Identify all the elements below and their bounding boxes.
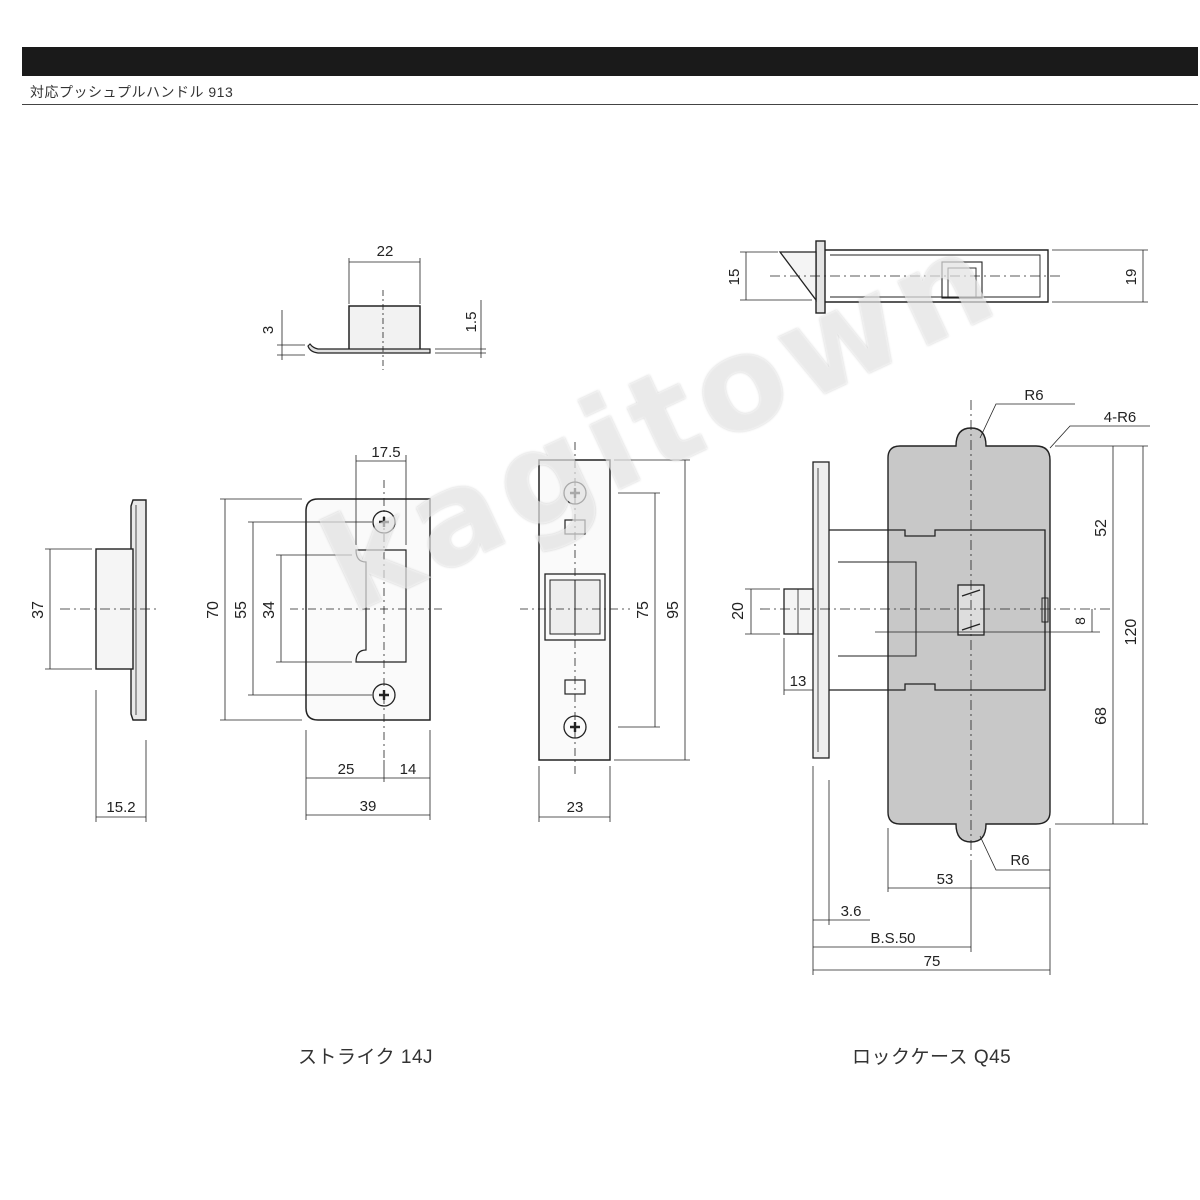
dim-lock-75: 75	[924, 953, 941, 970]
dim-lock-20: 20	[730, 602, 747, 620]
dim-lock-top-h: 15	[726, 269, 743, 286]
dim-strike-front-h2: 55	[233, 601, 250, 619]
strike-top-view	[277, 258, 486, 370]
dim-lock-120: 120	[1123, 619, 1140, 646]
dim-face-h2: 75	[635, 601, 652, 619]
dim-lock-36: 3.6	[841, 903, 862, 920]
dim-strike-front-h: 70	[205, 601, 222, 619]
header-bar	[22, 47, 1198, 76]
header-rule	[22, 104, 1198, 105]
dim-lock-53: 53	[937, 871, 954, 888]
dim-lock-top-h2: 19	[1123, 269, 1140, 286]
dim-strike-front-w-top: 17.5	[371, 444, 400, 461]
caption-strike: ストライク 14J	[298, 1047, 434, 1068]
dim-strike-front-w-a: 25	[338, 761, 355, 778]
strike-side-view	[45, 499, 160, 822]
dim-strike-side-d: 15.2	[106, 799, 135, 816]
dim-lock-r-corner: 4-R6	[1104, 409, 1137, 426]
dim-lock-8: 8	[1072, 617, 1088, 625]
dim-lock-13: 13	[790, 673, 807, 690]
dim-face-h: 95	[665, 601, 682, 619]
dim-strike-top-w: 22	[377, 243, 394, 260]
dim-lock-r-bot: R6	[1010, 852, 1029, 869]
dim-strike-front-w-b: 14	[400, 761, 417, 778]
lockcase-top-view	[740, 240, 1148, 314]
faceplate-front-view	[520, 442, 690, 822]
dim-lock-68: 68	[1093, 707, 1110, 725]
dim-lock-52: 52	[1093, 519, 1110, 537]
dim-strike-side-h: 37	[30, 601, 47, 619]
caption-lockcase: ロックケース Q45	[852, 1047, 1012, 1068]
dim-strike-top-h: 3	[260, 326, 277, 334]
dim-strike-top-t: 1.5	[463, 312, 480, 333]
dim-lock-bs: B.S.50	[870, 930, 915, 947]
dim-strike-front-w: 39	[360, 798, 377, 815]
page-subtitle: 対応プッシュプルハンドル 913	[30, 84, 234, 100]
dim-strike-front-h3: 34	[261, 601, 278, 619]
lockcase-front-view	[745, 400, 1150, 975]
dim-lock-r-top: R6	[1024, 387, 1043, 404]
strike-front-view	[220, 455, 445, 820]
dim-face-w: 23	[567, 799, 584, 816]
